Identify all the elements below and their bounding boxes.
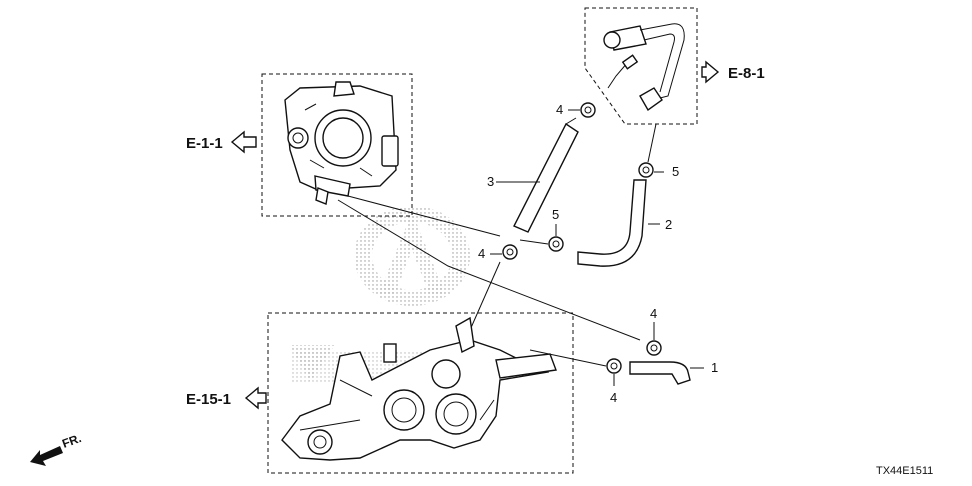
upper-detail-box [584,7,698,125]
throttle-body [284,81,399,205]
ref-arrow-icon [701,60,720,84]
hose-3 [513,122,579,233]
ref-e81-label: E-8-1 [728,65,765,82]
upper-hose-assembly [603,23,685,112]
ref-e151[interactable]: E-15-1 [186,386,267,410]
water-pump-assembly [281,316,557,461]
clamp-5-mid [548,236,564,252]
throttle-body-box [261,73,413,217]
clamp-4-top [580,102,596,118]
clamp-4-mid [502,244,518,260]
callout-4-bottom: 4 [610,390,617,405]
callout-3: 3 [487,174,494,189]
front-indicator: FR. [30,431,83,466]
front-label: FR. [60,431,83,451]
connection-lines [337,123,657,367]
ref-e111-label: E-1-1 [186,135,223,152]
callout-2: 2 [665,217,672,232]
clamp-5-right [638,162,654,178]
clamp-4-bottom [606,358,622,374]
water-pump-box [267,312,574,474]
callout-5-mid: 5 [552,207,559,222]
drawing-code: TX44E1511 [876,465,933,477]
acura-watermark-logo [290,206,470,382]
callout-leaders [490,109,704,386]
ref-e81[interactable]: E-8-1 [701,60,765,84]
callout-4-right: 4 [650,306,657,321]
hose-1 [629,361,691,385]
ref-e151-label: E-15-1 [186,391,231,408]
clamp-4-right [646,340,662,356]
callout-4-mid: 4 [478,246,485,261]
hose-2 [577,179,647,267]
ref-e111[interactable]: E-1-1 [186,130,257,154]
front-arrow-icon [30,446,63,466]
callout-5-right: 5 [672,164,679,179]
ref-arrow-icon [230,130,257,154]
ref-arrow-icon [244,386,267,410]
callout-1: 1 [711,360,718,375]
callout-4-top: 4 [556,102,563,117]
